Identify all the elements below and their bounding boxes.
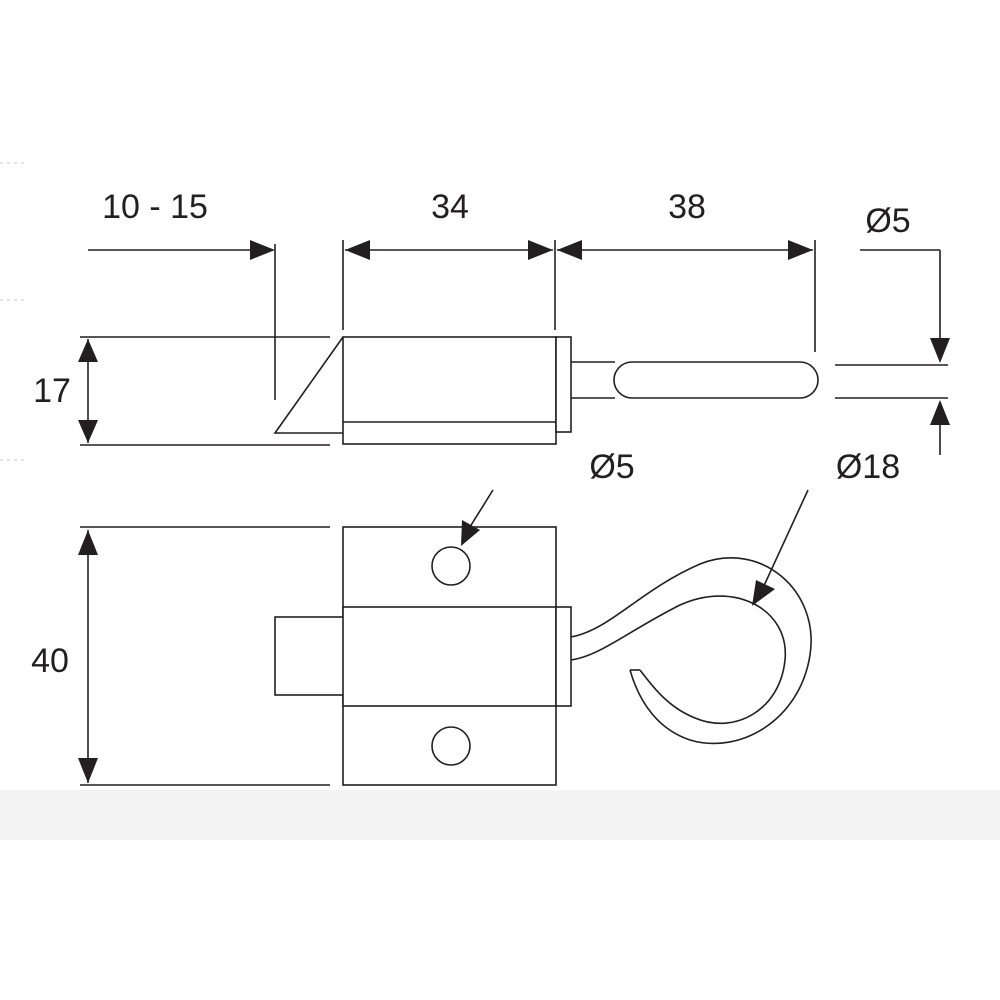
dim-body-length-label: 34	[431, 188, 469, 226]
dim-bolt-diameter-label: Ø5	[865, 202, 910, 240]
dim-bolt-length-label: 38	[668, 188, 706, 226]
front-view	[78, 489, 812, 786]
footer-band	[0, 790, 1000, 840]
side-view	[78, 240, 950, 455]
dim-hole-diameter-label: Ø5	[589, 448, 634, 486]
dim-ring-diameter-label: Ø18	[836, 448, 900, 486]
dim-height-side-label: 17	[33, 372, 71, 410]
dim-plate-height-label: 40	[31, 642, 69, 680]
edge-guides	[0, 162, 28, 461]
dim-gap-label: 10 - 15	[102, 188, 208, 226]
